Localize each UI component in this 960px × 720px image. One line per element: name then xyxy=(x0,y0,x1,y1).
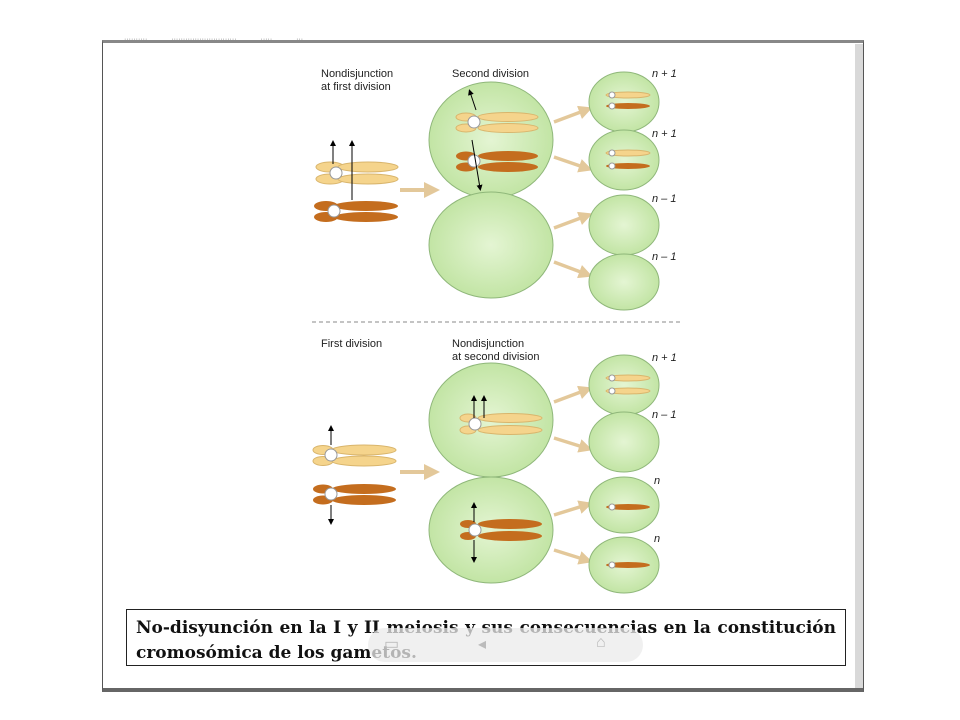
label-nondisjunction-second: Nondisjunction at second division xyxy=(452,338,539,364)
gamete-label: n – 1 xyxy=(652,251,677,263)
cell-chromosomes-dark xyxy=(456,151,538,172)
label-line: Nondisjunction xyxy=(452,338,525,350)
bottom-panel xyxy=(312,354,660,594)
gamete-cell xyxy=(588,194,660,256)
gamete-cell xyxy=(588,354,660,416)
top-nav-item[interactable]: ···························· xyxy=(171,36,237,42)
parent-chromosome-dark xyxy=(314,201,398,222)
parent-chromosome-light xyxy=(312,444,397,467)
screen-icon[interactable]: ▭ xyxy=(384,636,400,653)
top-nav-strip: ·········· ···························· … xyxy=(102,36,864,42)
label-first-division: First division xyxy=(321,338,383,350)
back-icon[interactable]: ◂ xyxy=(478,636,487,653)
gamete-label: n xyxy=(654,533,661,545)
parent-chromosome-light xyxy=(315,161,399,185)
cell-chromosomes-light xyxy=(459,413,543,435)
cell-second-division-empty xyxy=(428,191,554,299)
gamete-cell xyxy=(588,129,660,191)
gamete-label: n + 1 xyxy=(652,352,677,364)
presentation-toolbar[interactable]: ▭ ◂ ⌂ xyxy=(368,628,643,662)
top-nav-item[interactable]: ····· xyxy=(260,36,273,42)
label-second-division: Second division xyxy=(452,68,530,80)
label-line: at second division xyxy=(452,351,540,363)
parent-chromosome-dark xyxy=(313,484,396,505)
cell-normal-second xyxy=(428,476,554,584)
top-nav-item[interactable]: ·········· xyxy=(124,36,148,42)
top-panel xyxy=(314,71,660,311)
label-line: Nondisjunction xyxy=(321,68,394,80)
cell-chromosomes-light xyxy=(455,112,539,133)
gamete-cell xyxy=(588,253,660,311)
label-line: at first division xyxy=(321,81,391,93)
home-icon[interactable]: ⌂ xyxy=(596,634,606,651)
cell-chromosomes-dark xyxy=(460,519,542,541)
gamete-label: n xyxy=(654,475,661,487)
gamete-cell xyxy=(588,71,660,133)
gamete-label: n + 1 xyxy=(652,68,677,80)
label-nondisjunction-first: Nondisjunction at first division xyxy=(321,68,393,94)
gamete-cell xyxy=(588,411,660,473)
scrollbar[interactable] xyxy=(855,44,863,688)
gamete-label: n – 1 xyxy=(652,193,677,205)
cell-second-division-top xyxy=(428,81,554,199)
gamete-label: n + 1 xyxy=(652,128,677,140)
top-nav-item[interactable]: ··· xyxy=(296,36,304,42)
gamete-label: n – 1 xyxy=(652,409,677,421)
